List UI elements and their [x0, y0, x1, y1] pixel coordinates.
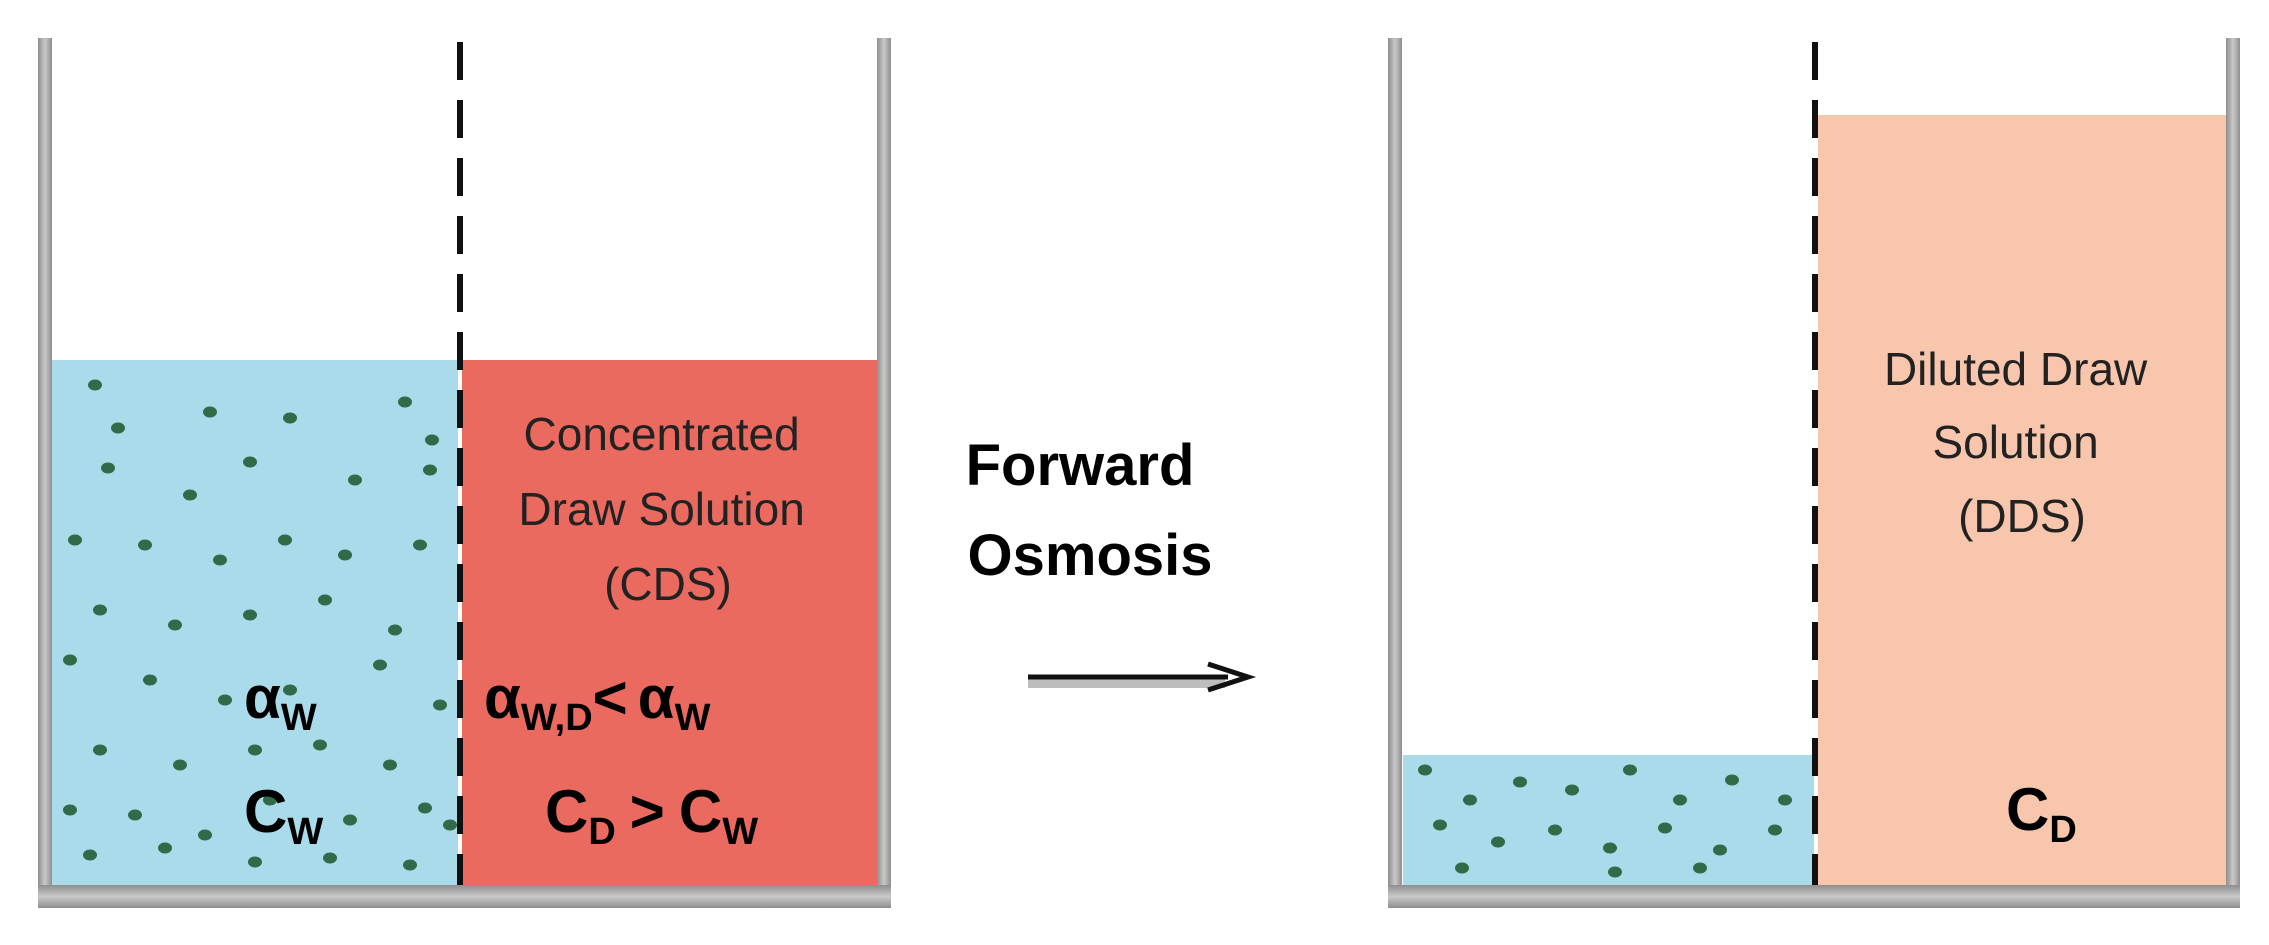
- solute-dot: [423, 464, 437, 476]
- solute-dot: [128, 809, 142, 821]
- dds-label-line-3: (DDS): [1958, 490, 2086, 542]
- solute-dot: [1565, 784, 1579, 796]
- left-tank-left-wall: [38, 38, 52, 908]
- solute-dot: [383, 759, 397, 771]
- left-tank-right-wall: [877, 38, 891, 908]
- solute-dot: [68, 534, 82, 546]
- solute-dot: [278, 534, 292, 546]
- solute-dot: [143, 674, 157, 686]
- dds-label: Diluted Draw Solution (DDS): [1884, 343, 2160, 542]
- concentration-relation: CD>CW: [545, 778, 758, 853]
- solute-dot: [88, 379, 102, 391]
- solute-dot: [248, 744, 262, 756]
- solute-dot: [1463, 794, 1477, 806]
- solute-dot: [1513, 776, 1527, 788]
- solute-dot: [1623, 764, 1637, 776]
- solute-dot: [93, 604, 107, 616]
- solute-dot: [1725, 774, 1739, 786]
- feed-solution-region-after: [1403, 755, 1814, 885]
- solute-dot: [243, 609, 257, 621]
- solute-dot: [403, 859, 417, 871]
- feed-solution-region: [52, 360, 458, 885]
- solute-dot: [388, 624, 402, 636]
- solute-dot: [93, 744, 107, 756]
- solute-dot: [218, 694, 232, 706]
- solute-dot: [63, 654, 77, 666]
- solute-dot: [1455, 862, 1469, 874]
- diluted-draw-region: [1818, 115, 2226, 885]
- solute-dot: [1548, 824, 1562, 836]
- solute-dot: [348, 474, 362, 486]
- solute-dot: [111, 422, 125, 434]
- right-tank-right-wall: [2226, 38, 2240, 908]
- solute-dot: [313, 739, 327, 751]
- process-arrow: [1028, 661, 1257, 693]
- right-tank-left-wall: [1388, 38, 1402, 908]
- left-tank: Concentrated Draw Solution (CDS) αW CW α…: [38, 38, 891, 908]
- solute-dot: [418, 802, 432, 814]
- process-title-line-1: Forward: [966, 433, 1195, 498]
- solute-dot: [398, 396, 412, 408]
- right-tank: Diluted Draw Solution (DDS) CD: [1388, 38, 2240, 908]
- solute-dot: [101, 462, 115, 474]
- cds-label-line-1: Concentrated: [524, 408, 800, 460]
- solute-dot: [263, 794, 277, 806]
- solute-dot: [248, 856, 262, 868]
- solute-dot: [1603, 842, 1617, 854]
- solute-dot: [203, 406, 217, 418]
- right-tank-bottom: [1388, 885, 2240, 908]
- solute-dot: [425, 434, 439, 446]
- solute-dot: [1713, 844, 1727, 856]
- dds-label-line-2: Solution: [1932, 416, 2098, 468]
- solute-dot: [198, 829, 212, 841]
- solute-dot: [138, 539, 152, 551]
- dds-label-line-1: Diluted Draw: [1884, 343, 2148, 395]
- solute-dot: [323, 852, 337, 864]
- solute-dot: [413, 539, 427, 551]
- solute-dot: [183, 489, 197, 501]
- solute-dot: [1491, 836, 1505, 848]
- concentrated-draw-region: [462, 360, 877, 885]
- activity-relation: αW,D<αW: [484, 664, 711, 739]
- solute-dot: [318, 594, 332, 606]
- solute-dot: [158, 842, 172, 854]
- solute-dot: [443, 819, 457, 831]
- cds-label-line-3: (CDS): [604, 558, 732, 610]
- solute-dot: [373, 659, 387, 671]
- cds-label-line-2: Draw Solution: [518, 483, 804, 535]
- left-tank-bottom: [38, 885, 891, 908]
- solute-dot: [63, 804, 77, 816]
- solute-dot: [283, 684, 297, 696]
- solute-dot: [283, 412, 297, 424]
- solute-dot: [1433, 819, 1447, 831]
- feed-activity-symbol: αW: [244, 664, 317, 739]
- solute-dot: [1658, 822, 1672, 834]
- solute-dot: [1778, 794, 1792, 806]
- solute-dot: [338, 549, 352, 561]
- cds-label: Concentrated Draw Solution (CDS): [518, 408, 817, 610]
- solute-dot: [1418, 764, 1432, 776]
- solute-dot: [213, 554, 227, 566]
- solute-dot: [243, 456, 257, 468]
- solute-dot: [83, 849, 97, 861]
- feed-solute-dots: [63, 379, 457, 871]
- process-title-line-2: Osmosis: [968, 523, 1213, 588]
- solute-dot: [1673, 794, 1687, 806]
- feed-concentration-subscript: W: [287, 811, 323, 853]
- solute-dot: [168, 619, 182, 631]
- feed-activity-subscript: W: [281, 697, 317, 739]
- solute-dot: [1608, 866, 1622, 878]
- solute-dot: [343, 814, 357, 826]
- feed-solute-dots-after: [1418, 764, 1792, 878]
- solute-dot: [173, 759, 187, 771]
- solute-dot: [1768, 824, 1782, 836]
- feed-concentration-symbol: CW: [244, 778, 323, 853]
- diluted-concentration-subscript: D: [2049, 809, 2076, 851]
- solute-dot: [433, 699, 447, 711]
- solute-dot: [1693, 862, 1707, 874]
- diluted-concentration-symbol: CD: [2006, 776, 2077, 851]
- process-label: Forward Osmosis: [966, 433, 1257, 693]
